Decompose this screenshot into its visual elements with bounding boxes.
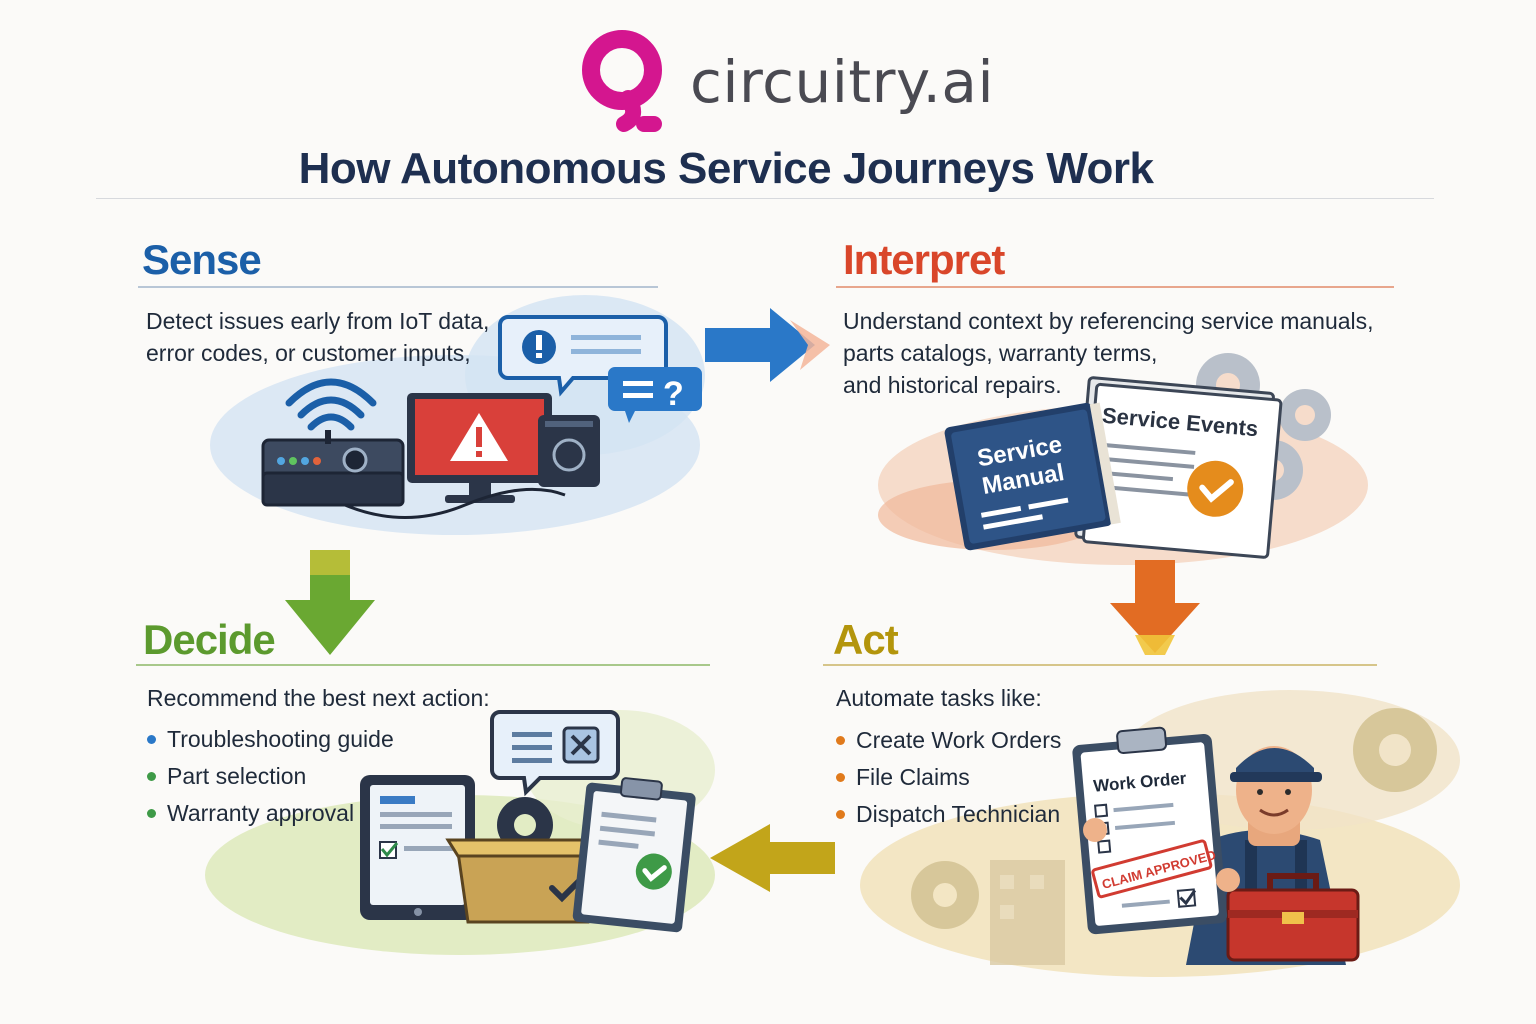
bullet-icon	[836, 773, 845, 782]
circuitry-logo-icon	[582, 30, 662, 132]
interpret-divider	[836, 286, 1394, 288]
act-description: Automate tasks like:	[836, 685, 1042, 711]
bullet-icon	[836, 736, 845, 745]
decide-divider	[136, 664, 710, 666]
arrow-left-icon	[710, 824, 835, 892]
list-item-label: Warranty approval	[167, 800, 355, 826]
act-illustration: Work Order CLAIM APPROVED	[860, 690, 1460, 977]
bullet-icon	[836, 810, 845, 819]
list-item: Troubleshooting guide	[147, 721, 394, 758]
sense-heading: Sense	[142, 236, 262, 283]
clipboard-work-order-icon: Work Order CLAIM APPROVED	[1072, 726, 1228, 935]
router-icon	[261, 430, 405, 507]
chat-cancel-icon	[490, 710, 620, 797]
interpret-illustration: Service Events Service Manual	[878, 353, 1368, 565]
act-heading: Act	[833, 616, 899, 663]
bullet-icon	[147, 809, 156, 818]
brand-logo: circuitry.ai	[578, 20, 994, 140]
manual-book-icon: Service Manual	[944, 402, 1121, 551]
sense-desc-line: error codes, or customer inputs,	[146, 340, 471, 366]
toolbox-icon	[1226, 873, 1360, 962]
bullet-icon	[147, 772, 156, 781]
list-item-label: File Claims	[856, 764, 970, 790]
parcel-box-icon	[445, 838, 611, 924]
list-item: Warranty approval	[147, 795, 394, 832]
sense-desc-line: Detect issues early from IoT data,	[146, 308, 490, 334]
list-item: Part selection	[147, 758, 394, 795]
interpret-desc-line: and historical repairs.	[843, 372, 1062, 398]
list-item: Dispatch Technician	[836, 796, 1061, 833]
act-divider	[823, 664, 1377, 666]
list-item-label: Troubleshooting guide	[167, 726, 394, 752]
list-item-label: Create Work Orders	[856, 727, 1062, 753]
smart-device-icon	[538, 415, 600, 487]
decide-list: Troubleshooting guide Part selection War…	[147, 721, 394, 832]
list-item-label: Part selection	[167, 763, 307, 789]
page-title: How Autonomous Service Journeys Work	[298, 144, 1154, 193]
interpret-desc-line: Understand context by referencing servic…	[843, 308, 1374, 334]
sense-divider	[138, 286, 658, 288]
wifi-icon	[285, 378, 377, 431]
act-list: Create Work Orders File Claims Dispatch …	[836, 722, 1061, 833]
warning-monitor-icon	[407, 393, 552, 503]
interpret-description: Understand context by referencing servic…	[843, 305, 1374, 401]
brand-name: circuitry.ai	[690, 48, 995, 116]
decide-description: Recommend the best next action:	[147, 685, 490, 711]
sense-description: Detect issues early from IoT data, error…	[146, 305, 489, 369]
title-divider	[96, 198, 1434, 199]
events-document-icon: Service Events	[1074, 376, 1283, 559]
interpret-desc-line: parts catalogs, warranty terms,	[843, 340, 1158, 366]
gears-icon	[911, 708, 1437, 929]
chat-question-icon: ?	[608, 367, 702, 423]
sense-illustration: ?	[210, 295, 705, 535]
arrow-down-icon	[1110, 560, 1200, 655]
bullet-icon	[147, 735, 156, 744]
interpret-heading: Interpret	[843, 236, 1005, 283]
svg-text:?: ?	[663, 375, 684, 413]
list-item: Create Work Orders	[836, 722, 1061, 759]
arrow-right-icon	[705, 308, 830, 382]
tablet-checklist-icon	[360, 775, 475, 920]
list-item: File Claims	[836, 759, 1061, 796]
decide-heading: Decide	[143, 616, 276, 663]
arrow-down-icon	[285, 550, 375, 655]
clipboard-check-icon	[572, 777, 696, 933]
decide-illustration	[205, 710, 715, 955]
list-item-label: Dispatch Technician	[856, 801, 1061, 827]
